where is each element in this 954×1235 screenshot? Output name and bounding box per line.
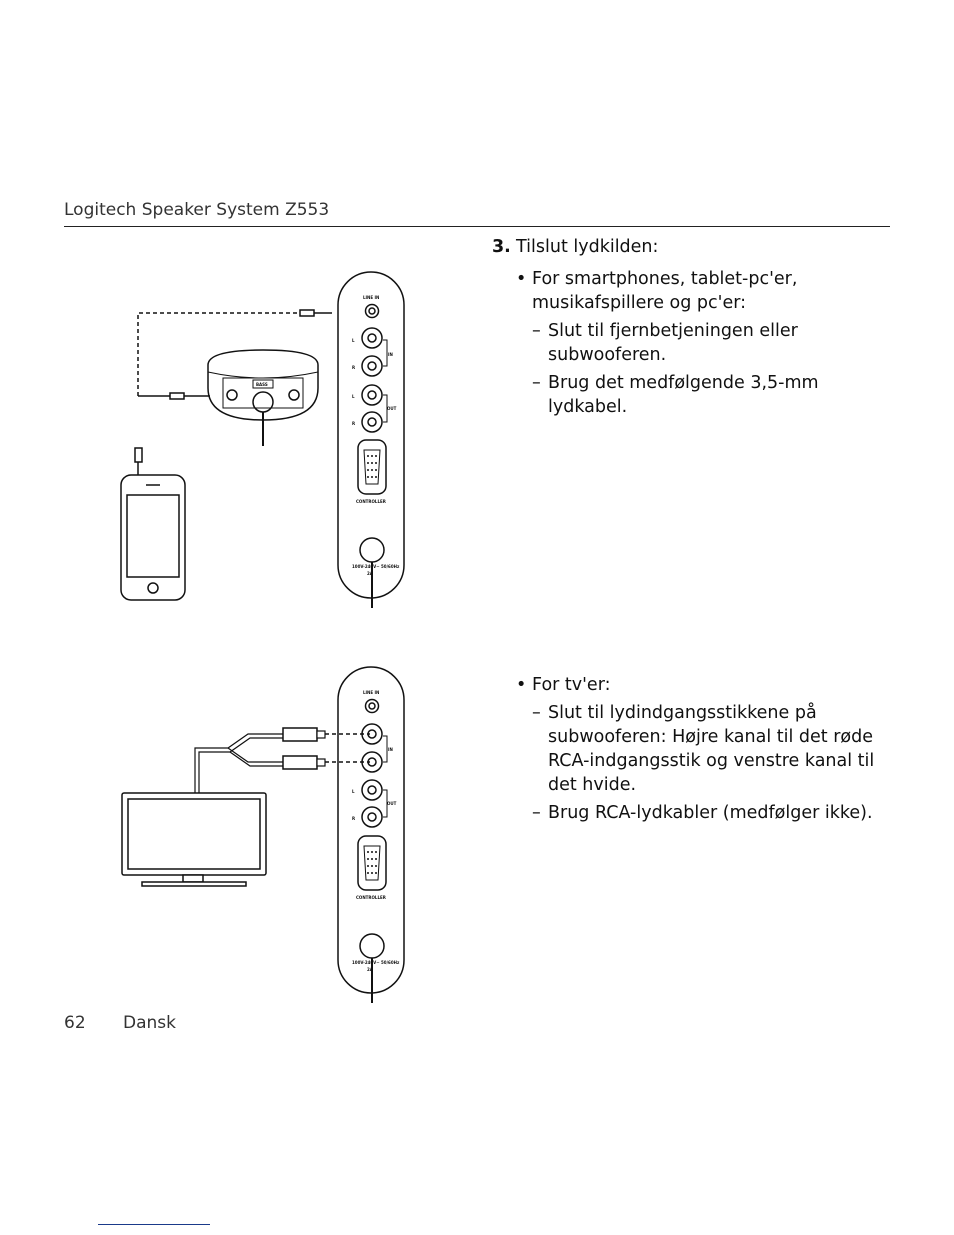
- label-power2-2: 2A: [367, 967, 374, 972]
- page-header-title: Logitech Speaker System Z553: [64, 200, 330, 220]
- tv-section: For tv'er: Slut til lydindgangsstikkene …: [492, 673, 902, 825]
- dash-connect-remote: Slut til fjernbetjeningen eller subwoofe…: [532, 319, 902, 367]
- bullet-smartphones: For smartphones, tablet-pc'er, musikafsp…: [516, 267, 902, 315]
- footer-link-underline: [98, 1224, 210, 1225]
- label-power-2: 100V-240V~ 50/60Hz: [352, 960, 400, 965]
- label-out-1: OUT: [387, 406, 397, 411]
- label-in-1: IN: [388, 352, 393, 357]
- label-in-2: IN: [388, 747, 393, 752]
- step-3-heading: 3.Tilslut lydkilden:: [492, 235, 902, 259]
- dash-connect-rca: Slut til lydindgangsstikkene på subwoofe…: [532, 701, 902, 797]
- label-controller-2: CONTROLLER: [356, 895, 386, 900]
- label-r-2: R: [352, 421, 355, 426]
- label-l-1: L: [352, 338, 355, 343]
- label-out-2: OUT: [387, 801, 397, 806]
- subwoofer-back-panel-1: [337, 271, 405, 608]
- subwoofer-back-panel-2: [337, 666, 405, 1003]
- label-line-in-2: LINE IN: [363, 690, 379, 695]
- page-language: Dansk: [123, 1013, 176, 1033]
- audio-cable-3-5mm: [137, 309, 332, 400]
- bullet-tv: For tv'er:: [516, 673, 902, 697]
- dash-rca-cables: Brug RCA-lydkabler (medfølger ikke).: [532, 801, 902, 825]
- label-bass: BASS: [256, 382, 268, 387]
- panel-1-dots: [367, 455, 377, 478]
- panel-2-dots: [367, 851, 377, 874]
- label-r-1: R: [352, 365, 355, 370]
- label-power-1: 100V-240V~ 50/60Hz: [352, 564, 400, 569]
- step-title: Tilslut lydkilden:: [516, 237, 659, 257]
- tv-icon: [121, 792, 267, 887]
- label-l-3: L: [352, 789, 355, 794]
- label-controller-1: CONTROLLER: [356, 499, 386, 504]
- control-pod: [207, 349, 319, 446]
- step-number: 3.: [492, 237, 511, 257]
- header-rule: [64, 226, 890, 227]
- label-l-2: L: [352, 394, 355, 399]
- label-line-in-1: LINE IN: [363, 295, 379, 300]
- page-number: 62: [64, 1013, 86, 1033]
- smartphone-icon: [120, 447, 186, 601]
- label-power2-1: 2A: [367, 571, 374, 576]
- dash-use-cable: Brug det medfølgende 3,5-mm lydkabel.: [532, 371, 902, 419]
- step-3-section: 3.Tilslut lydkilden: For smartphones, ta…: [492, 235, 902, 419]
- rca-cables: [194, 727, 370, 795]
- label-r-3: R: [352, 816, 355, 821]
